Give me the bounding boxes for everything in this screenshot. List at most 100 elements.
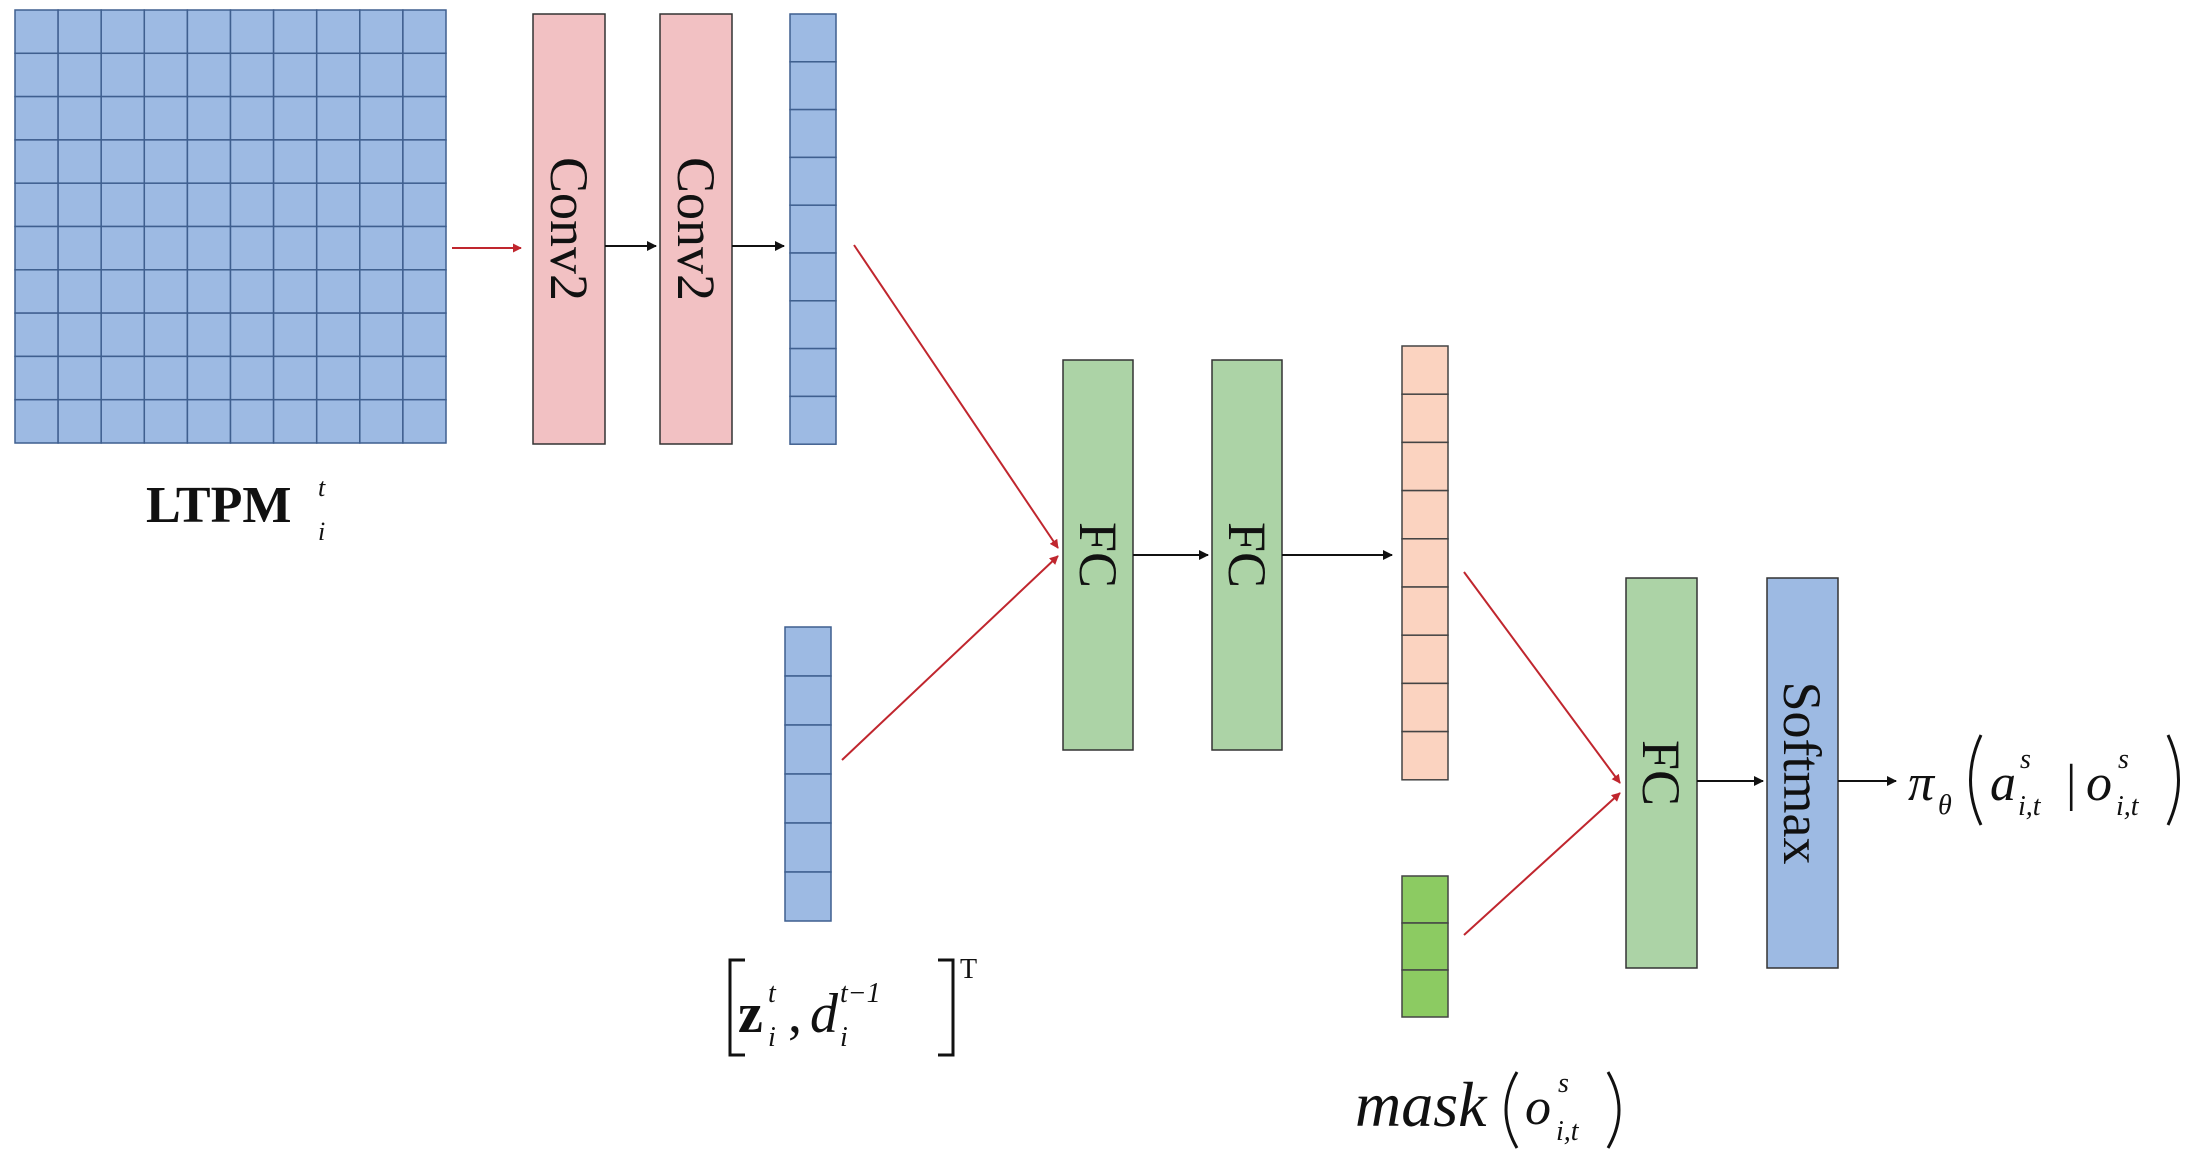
grid-cell [143,225,189,271]
grid-cell [402,139,447,184]
grid-cell [186,182,232,228]
vector-cell [789,204,837,254]
grid-cell [14,9,59,55]
grid-cell [186,312,232,358]
arrow-mask-to-fc3 [1463,792,1621,936]
policy-right-paren [2166,734,2180,826]
grid-cell [143,398,189,444]
fc-block-2 [1211,359,1283,751]
grid-cell [100,9,146,55]
grid-cell [57,225,102,271]
vector-cell [1401,969,1449,1018]
transpose-sup: T [960,954,977,985]
conv2-block-1 [532,13,606,445]
grid-cell [14,95,59,141]
vector-cell [789,61,837,111]
grid-cell [229,312,275,358]
grid-cell [229,52,275,98]
fc-block-1 [1062,359,1134,751]
grid-cell [229,95,275,141]
d-sub: i [840,1022,848,1053]
grid-cell [359,182,404,228]
grid-cell [57,182,102,228]
vector-cell [789,347,837,398]
z-sup: t [768,978,777,1009]
grid-cell [14,312,59,358]
grid-cell [315,269,361,314]
grid-cell [359,269,404,314]
mask-o-sup: s [1558,1068,1569,1099]
policy-o: o [2086,755,2112,812]
grid-cell [143,139,189,184]
vector-cell [1401,489,1449,540]
grid-cell [359,9,404,55]
z-sub: i [768,1022,776,1053]
grid-cell [14,398,59,444]
left-bracket [728,958,745,1057]
grid-cell [100,355,146,401]
grid-cell [229,355,275,401]
ltpm-label: LTPM t i [146,473,326,546]
fc-block-1-label: FC [1068,522,1128,588]
right-bracket [938,958,955,1057]
vector-cell [1401,393,1449,444]
grid-cell [315,9,361,55]
grid-cell [100,398,146,444]
arrow-zvec-to-fc1 [841,555,1059,761]
vector-cell [1401,345,1449,395]
grid-cell [315,52,361,98]
vector-cell [789,252,837,302]
vector-cell [1401,441,1449,492]
mask-o: o [1525,1079,1551,1136]
grid-cell [186,355,232,401]
vector-cell [789,395,837,445]
arrow-fcvec-to-fc3 [1463,571,1621,784]
grid-cell [359,52,404,98]
grid-cell [402,312,447,358]
grid-cell [315,95,361,141]
state-input-vector [784,626,832,922]
grid-cell [272,312,318,358]
grid-cell [402,95,447,141]
vector-cell [784,675,832,726]
fc-block-3 [1625,577,1698,969]
vector-cell [1401,875,1449,924]
grid-cell [359,355,404,401]
grid-cell [229,398,275,444]
pi-symbol: π [1908,755,1936,812]
policy-bar: | [2066,755,2076,812]
grid-cell [272,398,318,444]
softmax-block [1766,577,1839,969]
vector-cell [789,156,837,206]
conv2-block-1-label: Conv2 [539,157,599,301]
grid-cell [186,269,232,314]
grid-cell [186,398,232,444]
grid-cell [272,355,318,401]
grid-cell [402,355,447,401]
mask-o-sub: i,t [1556,1116,1580,1147]
mask-word: mask [1355,1069,1488,1140]
grid-cell [100,225,146,271]
grid-cell [100,312,146,358]
grid-cell [315,139,361,184]
grid-cell [143,269,189,314]
grid-cell [57,9,102,55]
grid-cell [143,182,189,228]
z-main: z [738,983,763,1045]
fc-block-2-label: FC [1217,522,1277,588]
grid-cell [186,139,232,184]
grid-cell [57,312,102,358]
grid-cell [402,9,447,55]
grid-cell [402,398,447,444]
grid-cell [100,95,146,141]
grid-cell [402,269,447,314]
ltpm-label-sub: i [318,517,325,546]
grid-cell [57,139,102,184]
ltpm-label-main: LTPM [146,477,291,534]
state-vector-label: z t i , d t−1 i T [728,954,977,1057]
ltpm-input-grid [14,9,447,444]
conv2-block-2-label: Conv2 [666,157,726,301]
grid-cell [57,52,102,98]
mask-label: mask o s i,t [1355,1068,1621,1149]
